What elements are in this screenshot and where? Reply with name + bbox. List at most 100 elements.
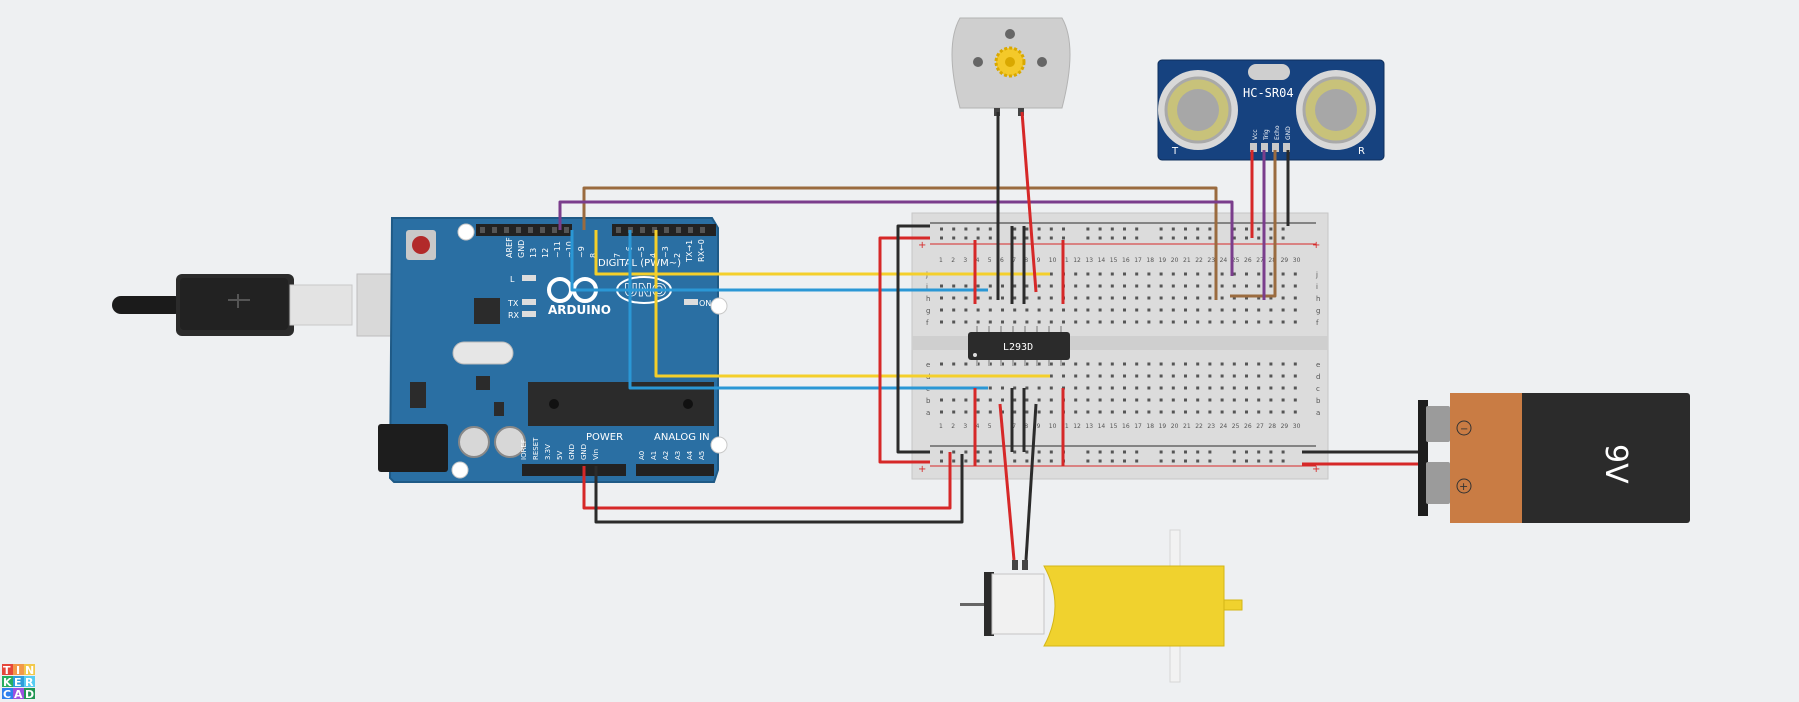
rail-hole[interactable] xyxy=(976,459,980,463)
rail-hole[interactable] xyxy=(1123,227,1126,231)
grid-hole[interactable] xyxy=(1269,374,1273,378)
grid-hole[interactable] xyxy=(1245,410,1248,414)
wire-red-motor-top[interactable] xyxy=(1020,111,1038,293)
grid-hole[interactable] xyxy=(1171,362,1175,366)
grid-hole[interactable] xyxy=(1184,308,1187,312)
grid-hole[interactable] xyxy=(1269,398,1273,402)
rail-hole[interactable] xyxy=(1098,459,1102,463)
grid-hole[interactable] xyxy=(1293,272,1297,276)
grid-hole[interactable] xyxy=(976,398,980,402)
grid-hole[interactable] xyxy=(1074,320,1078,324)
grid-hole[interactable] xyxy=(1269,386,1273,390)
grid-hole[interactable] xyxy=(1135,320,1139,324)
grid-hole[interactable] xyxy=(1293,284,1297,288)
rail-hole[interactable] xyxy=(1245,459,1248,463)
grid-hole[interactable] xyxy=(1257,284,1261,288)
grid-hole[interactable] xyxy=(952,296,956,300)
grid-hole[interactable] xyxy=(988,398,992,402)
grid-hole[interactable] xyxy=(1086,308,1090,312)
grid-hole[interactable] xyxy=(952,284,956,288)
grid-hole[interactable] xyxy=(988,284,992,288)
grid-hole[interactable] xyxy=(1110,398,1114,402)
grid-hole[interactable] xyxy=(952,308,956,312)
grid-hole[interactable] xyxy=(1281,272,1285,276)
rail-hole[interactable] xyxy=(1123,236,1126,240)
grid-hole[interactable] xyxy=(1232,296,1236,300)
grid-hole[interactable] xyxy=(964,320,968,324)
grid-hole[interactable] xyxy=(1037,386,1041,390)
rail-hole[interactable] xyxy=(1013,450,1017,454)
grid-hole[interactable] xyxy=(1220,374,1224,378)
rail-hole[interactable] xyxy=(1232,459,1236,463)
grid-hole[interactable] xyxy=(1049,320,1053,324)
grid-hole[interactable] xyxy=(940,320,943,324)
grid-hole[interactable] xyxy=(1049,272,1053,276)
grid-hole[interactable] xyxy=(1147,362,1151,366)
grid-hole[interactable] xyxy=(1232,320,1236,324)
grid-hole[interactable] xyxy=(1159,296,1163,300)
grid-hole[interactable] xyxy=(1049,362,1053,366)
rail-hole[interactable] xyxy=(952,236,956,240)
wire-black-gnd-arduino[interactable] xyxy=(594,454,964,524)
grid-hole[interactable] xyxy=(1098,398,1102,402)
grid-hole[interactable] xyxy=(1049,308,1053,312)
grid-hole[interactable] xyxy=(1086,272,1090,276)
grid-hole[interactable] xyxy=(1135,308,1139,312)
grid-hole[interactable] xyxy=(1293,308,1297,312)
grid-hole[interactable] xyxy=(1184,296,1187,300)
rail-hole[interactable] xyxy=(1025,450,1029,454)
grid-hole[interactable] xyxy=(1196,272,1200,276)
rail-hole[interactable] xyxy=(1171,450,1175,454)
grid-hole[interactable] xyxy=(976,284,980,288)
rail-hole[interactable] xyxy=(1281,450,1285,454)
grid-hole[interactable] xyxy=(1269,362,1273,366)
grid-hole[interactable] xyxy=(1123,386,1126,390)
grid-hole[interactable] xyxy=(1208,410,1212,414)
wire-purple-trig[interactable] xyxy=(558,200,1234,276)
grid-hole[interactable] xyxy=(1098,410,1102,414)
analog-header[interactable] xyxy=(636,464,714,476)
grid-hole[interactable] xyxy=(1025,308,1029,312)
rail-hole[interactable] xyxy=(988,227,992,231)
rail-hole[interactable] xyxy=(1196,236,1200,240)
grid-hole[interactable] xyxy=(1171,398,1175,402)
grid-hole[interactable] xyxy=(1257,362,1261,366)
grid-hole[interactable] xyxy=(1049,398,1053,402)
grid-hole[interactable] xyxy=(1196,398,1200,402)
rail-hole[interactable] xyxy=(1037,459,1041,463)
rail-hole[interactable] xyxy=(1245,450,1248,454)
grid-hole[interactable] xyxy=(1098,284,1102,288)
rail-hole[interactable] xyxy=(1049,227,1053,231)
grid-hole[interactable] xyxy=(1013,410,1017,414)
grid-hole[interactable] xyxy=(1135,374,1139,378)
grid-hole[interactable] xyxy=(1269,284,1273,288)
grid-hole[interactable] xyxy=(1086,386,1090,390)
grid-hole[interactable] xyxy=(1257,320,1261,324)
wire-red-motor-bottom[interactable] xyxy=(998,403,1016,561)
digital-header-left[interactable] xyxy=(476,224,572,236)
grid-hole[interactable] xyxy=(964,362,968,366)
grid-hole[interactable] xyxy=(1049,410,1053,414)
grid-hole[interactable] xyxy=(1184,272,1187,276)
grid-hole[interactable] xyxy=(952,320,956,324)
rail-hole[interactable] xyxy=(1098,450,1102,454)
rail-hole[interactable] xyxy=(1049,459,1053,463)
grid-hole[interactable] xyxy=(1086,362,1090,366)
grid-hole[interactable] xyxy=(1208,308,1212,312)
grid-hole[interactable] xyxy=(1159,410,1163,414)
rail-hole[interactable] xyxy=(1184,450,1187,454)
rail-hole[interactable] xyxy=(1208,227,1212,231)
grid-hole[interactable] xyxy=(1001,320,1004,324)
rail-hole[interactable] xyxy=(952,227,956,231)
grid-hole[interactable] xyxy=(1037,308,1041,312)
grid-hole[interactable] xyxy=(1001,386,1004,390)
grid-hole[interactable] xyxy=(1171,374,1175,378)
rail-hole[interactable] xyxy=(1232,227,1236,231)
grid-hole[interactable] xyxy=(1232,386,1236,390)
grid-hole[interactable] xyxy=(1013,320,1017,324)
rail-hole[interactable] xyxy=(1098,236,1102,240)
rail-hole[interactable] xyxy=(1208,236,1212,240)
grid-hole[interactable] xyxy=(1245,362,1248,366)
grid-hole[interactable] xyxy=(1196,308,1200,312)
grid-hole[interactable] xyxy=(1147,410,1151,414)
